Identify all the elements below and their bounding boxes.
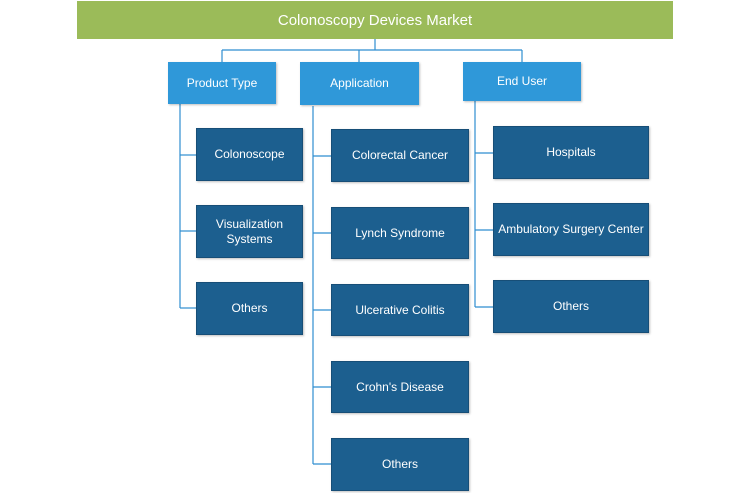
category-end-user: End User: [463, 62, 581, 101]
root-node: Colonoscopy Devices Market: [77, 1, 673, 39]
category-label: Product Type: [186, 75, 258, 90]
leaf-label: Others: [552, 299, 589, 313]
leaf-label: Ulcerative Colitis: [355, 302, 445, 317]
leaf-product-others: Others: [196, 282, 303, 335]
category-label: Application: [330, 76, 389, 90]
leaf-colorectal-cancer: Colorectal Cancer: [331, 129, 469, 182]
leaf-label: Colonoscope: [214, 147, 285, 161]
leaf-label: Others: [381, 457, 418, 471]
leaf-visualization-systems: Visualization Systems: [196, 205, 303, 258]
leaf-label: Lynch Syndrome: [355, 225, 445, 240]
leaf-colonoscope: Colonoscope: [196, 128, 303, 181]
leaf-crohns-disease: Crohn's Disease: [331, 361, 469, 413]
leaf-label: Ambulatory Surgery Center: [498, 222, 644, 236]
leaf-application-others: Others: [331, 438, 469, 491]
leaf-label: Crohn's Disease: [356, 379, 444, 394]
leaf-label: Visualization Systems: [215, 216, 284, 246]
category-product-type: Product Type: [168, 62, 276, 104]
leaf-label: Others: [231, 301, 268, 315]
leaf-label: Hospitals: [546, 145, 596, 159]
leaf-ambulatory-surgery-center: Ambulatory Surgery Center: [493, 203, 649, 256]
leaf-hospitals: Hospitals: [493, 126, 649, 179]
category-label: End User: [496, 74, 548, 88]
leaf-lynch-syndrome: Lynch Syndrome: [331, 207, 469, 259]
category-application: Application: [300, 62, 419, 105]
root-title: Colonoscopy Devices Market: [277, 11, 473, 29]
leaf-ulcerative-colitis: Ulcerative Colitis: [331, 284, 469, 336]
leaf-label: Colorectal Cancer: [351, 148, 449, 162]
leaf-end-user-others: Others: [493, 280, 649, 333]
